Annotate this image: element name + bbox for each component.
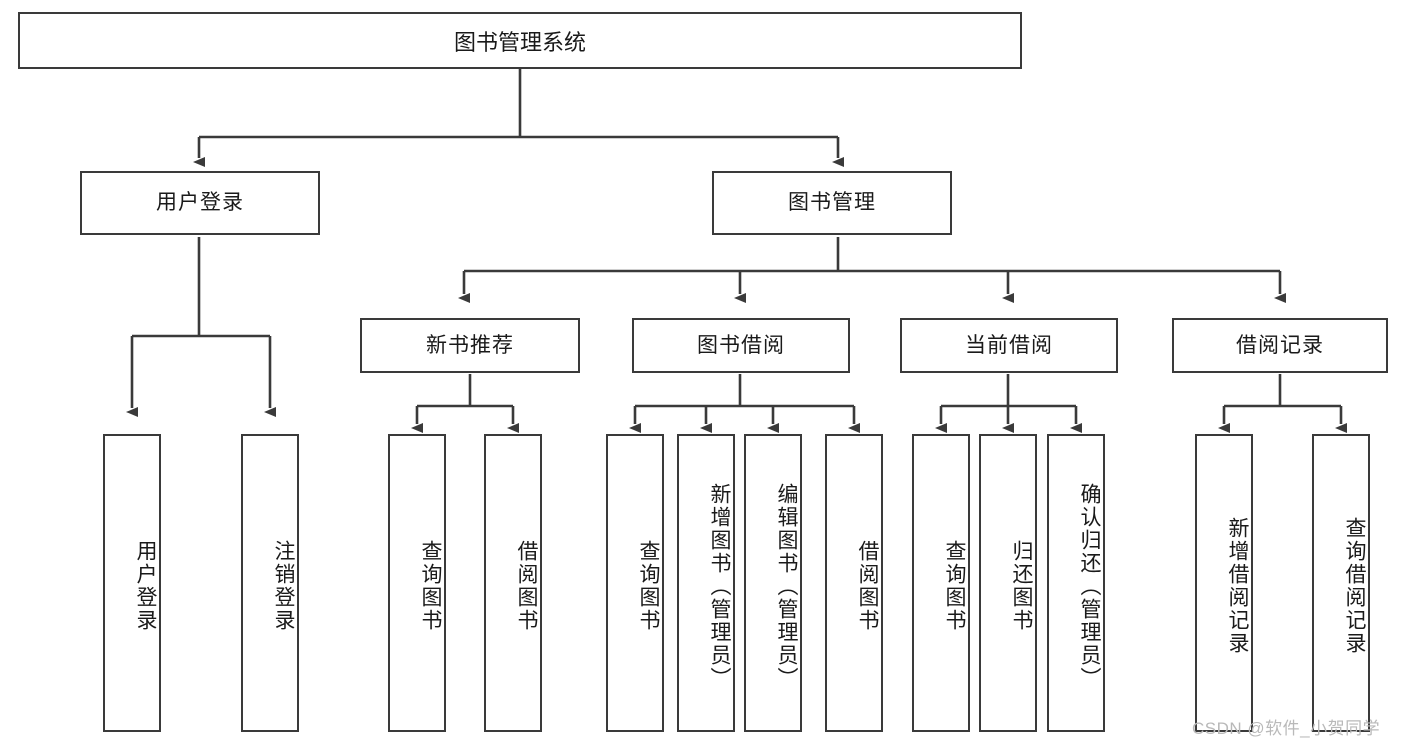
leaf-return-book-label: 归还图书 [1010, 540, 1033, 632]
node-user-login[interactable]: 用户登录 [80, 171, 320, 235]
leaf-query-book-1[interactable]: 查询图书 [388, 434, 446, 732]
leaf-confirm-return[interactable]: 确认归还（管理员） [1047, 434, 1105, 732]
leaf-logout-label: 注销登录 [272, 540, 295, 632]
leaf-user-login[interactable]: 用户登录 [103, 434, 161, 732]
node-root[interactable]: 图书管理系统 [18, 12, 1022, 69]
node-user-login-label: 用户登录 [156, 191, 244, 215]
csdn-watermark: CSDN @软件_小贺同学 [1192, 714, 1380, 739]
leaf-borrow-book-1-label: 借阅图书 [515, 540, 538, 632]
node-book-manage[interactable]: 图书管理 [712, 171, 952, 235]
leaf-query-book-2[interactable]: 查询图书 [606, 434, 664, 732]
node-borrow-record[interactable]: 借阅记录 [1172, 318, 1388, 373]
node-current-borrow-label: 当前借阅 [965, 333, 1053, 357]
node-book-borrow[interactable]: 图书借阅 [632, 318, 850, 373]
node-root-label: 图书管理系统 [453, 29, 586, 55]
leaf-query-record[interactable]: 查询借阅记录 [1312, 434, 1370, 732]
node-new-book-recommend-label: 新书推荐 [426, 333, 514, 357]
node-borrow-record-label: 借阅记录 [1236, 333, 1324, 357]
leaf-borrow-book-2-label: 借阅图书 [856, 540, 879, 632]
leaf-borrow-book-1[interactable]: 借阅图书 [484, 434, 542, 732]
leaf-logout[interactable]: 注销登录 [241, 434, 299, 732]
node-new-book-recommend[interactable]: 新书推荐 [360, 318, 580, 373]
leaf-add-record[interactable]: 新增借阅记录 [1195, 434, 1253, 732]
leaf-add-book-label: 新增图书（管理员） [708, 482, 731, 690]
leaf-add-record-label: 新增借阅记录 [1226, 517, 1249, 655]
leaf-confirm-return-label: 确认归还（管理员） [1078, 482, 1101, 690]
node-book-borrow-label: 图书借阅 [697, 333, 785, 357]
leaf-edit-book-label: 编辑图书（管理员） [775, 482, 798, 690]
node-book-manage-label: 图书管理 [788, 191, 876, 215]
leaf-add-book[interactable]: 新增图书（管理员） [677, 434, 735, 732]
leaf-query-book-2-label: 查询图书 [637, 540, 660, 632]
node-current-borrow[interactable]: 当前借阅 [900, 318, 1118, 373]
leaf-edit-book[interactable]: 编辑图书（管理员） [744, 434, 802, 732]
leaf-query-book-3[interactable]: 查询图书 [912, 434, 970, 732]
leaf-return-book[interactable]: 归还图书 [979, 434, 1037, 732]
leaf-query-book-1-label: 查询图书 [419, 540, 442, 632]
leaf-query-record-label: 查询借阅记录 [1343, 517, 1366, 655]
leaf-query-book-3-label: 查询图书 [943, 540, 966, 632]
leaf-borrow-book-2[interactable]: 借阅图书 [825, 434, 883, 732]
leaf-user-login-label: 用户登录 [134, 540, 157, 632]
csdn-watermark-text: CSDN @软件_小贺同学 [1192, 719, 1381, 738]
